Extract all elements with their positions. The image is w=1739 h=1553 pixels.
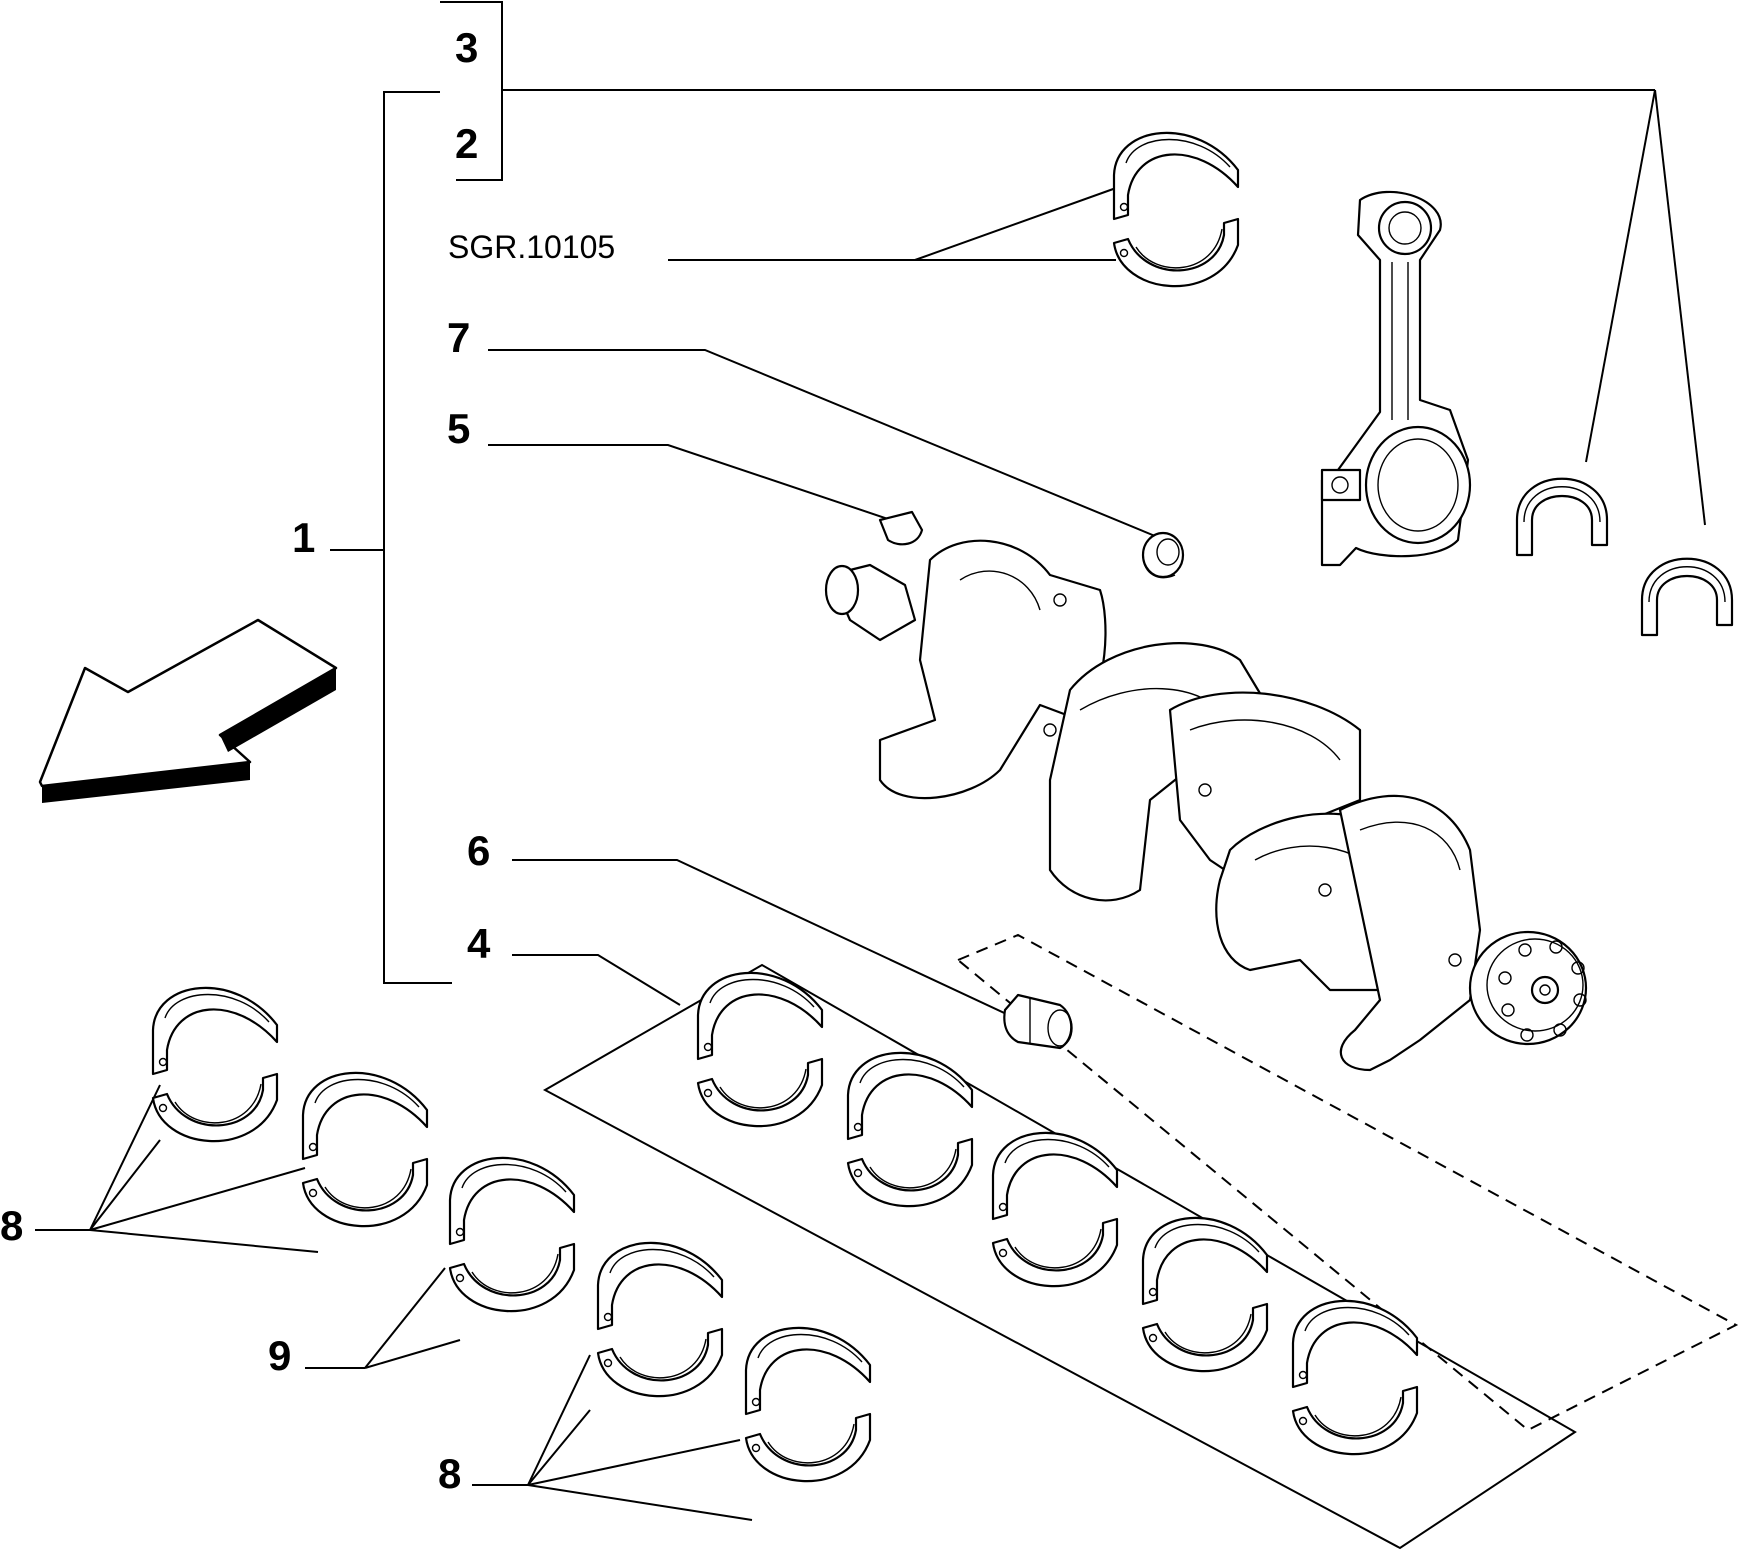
callout-6: 6 [467, 827, 490, 874]
main-bearing-shell-2 [846, 1051, 974, 1208]
bearing-shell-9 [448, 1156, 576, 1313]
conrod-bearing-shells [1112, 131, 1240, 288]
bearing-shell-8-b [301, 1071, 429, 1228]
front-direction-arrow-icon [38, 618, 338, 803]
ref-code-label: SGR.10105 [448, 229, 615, 265]
callout-8-bottom: 8 [438, 1450, 461, 1497]
pilot-bushing [1141, 531, 1185, 579]
bearing-shell-8-a [151, 986, 279, 1143]
leader-lines [35, 1, 1706, 1521]
dashed-group-outline [957, 933, 1739, 1432]
bearing-shell-8-c [596, 1241, 724, 1398]
main-bearing-shell-1 [696, 971, 824, 1128]
callout-5: 5 [447, 405, 470, 452]
main-bearing-group-outline [542, 963, 1577, 1550]
connecting-rod [1320, 190, 1472, 567]
main-bearing-shell-4 [1141, 1216, 1269, 1373]
callout-3: 3 [455, 24, 478, 71]
crankshaft [824, 539, 1588, 1072]
callout-1: 1 [292, 514, 315, 561]
callout-4: 4 [467, 920, 491, 967]
callout-8-left: 8 [0, 1202, 23, 1249]
callout-2: 2 [455, 120, 478, 167]
bearing-shell-8-d [744, 1326, 872, 1483]
callout-7: 7 [447, 314, 470, 361]
main-bearing-shell-5 [1291, 1299, 1419, 1456]
main-bearing-shell-3 [991, 1131, 1119, 1288]
callout-9: 9 [268, 1332, 291, 1379]
thrust-half-washer-2 [1640, 557, 1734, 637]
crankshaft-sleeve [1003, 993, 1073, 1050]
thrust-half-washer-1 [1515, 477, 1609, 557]
woodruff-key [878, 510, 924, 546]
